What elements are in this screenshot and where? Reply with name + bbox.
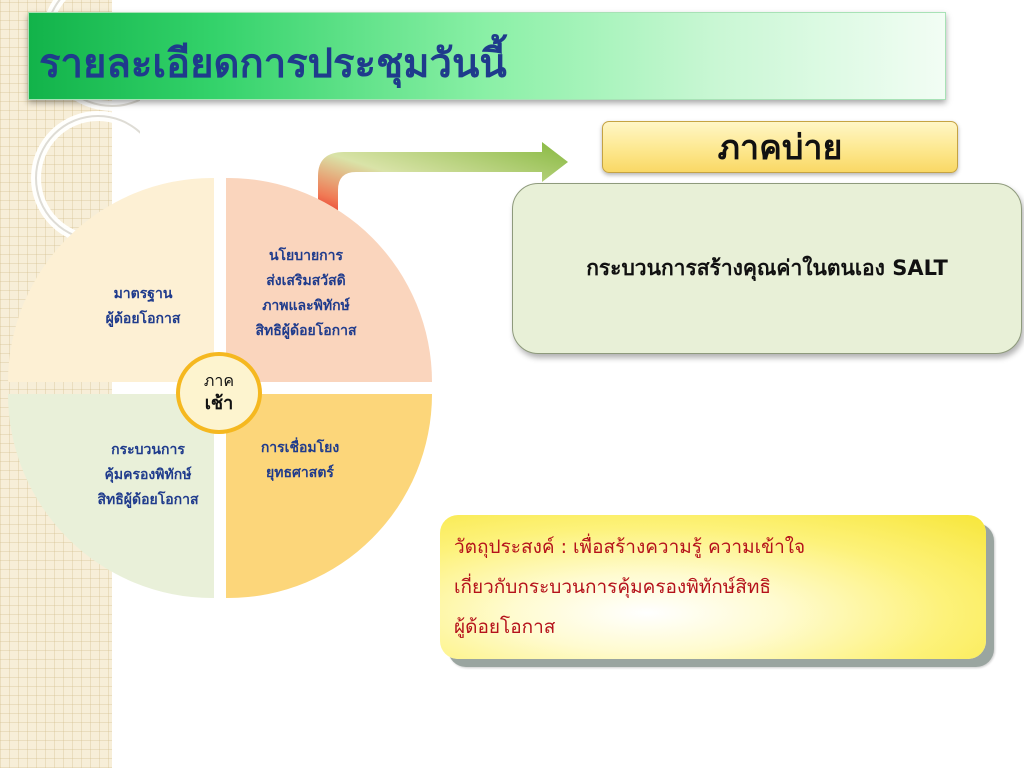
quadrant-standards bbox=[8, 178, 214, 382]
objective-line-1: วัตถุประสงค์ : เพื่อสร้างความรู้ ความเข้… bbox=[454, 536, 806, 558]
curved-right-arrow-icon bbox=[318, 142, 568, 222]
afternoon-content-text: กระบวนการสร้างคุณค่าในตนเอง SALT bbox=[586, 256, 948, 280]
afternoon-content-box: กระบวนการสร้างคุณค่าในตนเอง SALT bbox=[512, 183, 1022, 354]
quadrant-strategy-linkage-text: การเชื่อมโยง ยุทธศาสตร์ bbox=[260, 440, 340, 481]
objective-line-3: ผู้ด้อยโอกาส bbox=[454, 616, 556, 638]
title-bar: รายละเอียดการประชุมวันนี้ bbox=[28, 12, 946, 100]
quadrant-protection-process-text: กระบวนการ คุ้มครองพิทักษ์ สิทธิผู้ด้อยโอ… bbox=[97, 442, 199, 508]
slide-title: รายละเอียดการประชุมวันนี้ bbox=[39, 41, 507, 87]
objective-box: วัตถุประสงค์ : เพื่อสร้างความรู้ ความเข้… bbox=[440, 515, 986, 659]
morning-quadrant-diagram: มาตรฐาน ผู้ด้อยโอกาส นโยบายการ ส่งเสริมส… bbox=[8, 178, 432, 598]
morning-session-badge: ภาค เช้า bbox=[176, 352, 262, 434]
quadrant-strategy-linkage bbox=[226, 394, 432, 598]
objective-line-2: เกี่ยวกับกระบวนการคุ้มครองพิทักษ์สิทธิ bbox=[454, 576, 772, 598]
morning-badge-line1: ภาค bbox=[203, 371, 235, 390]
quadrant-policy-text: นโยบายการ ส่งเสริมสวัสดิ ภาพและพิทักษ์ ส… bbox=[255, 248, 357, 339]
quadrant-standards-text: มาตรฐาน ผู้ด้อยโอกาส bbox=[105, 286, 181, 327]
morning-badge-line2: เช้า bbox=[204, 393, 234, 414]
afternoon-session-label: ภาคบ่าย bbox=[602, 121, 958, 173]
